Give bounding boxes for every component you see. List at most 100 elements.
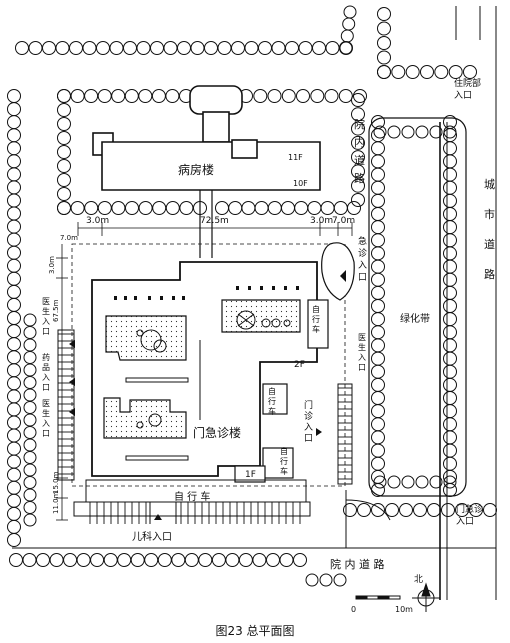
tree: [7, 389, 21, 404]
tree: [152, 201, 167, 215]
tree: [298, 41, 313, 55]
ward-building: [92, 85, 321, 258]
pharmacy-entrance-0: 药: [42, 352, 50, 362]
tree: [351, 93, 365, 107]
tree: [7, 89, 21, 103]
internal-road-v-1: 内: [354, 135, 365, 149]
tree: [136, 41, 151, 55]
tree: [7, 115, 21, 130]
tree: [55, 41, 70, 55]
dim-5: 7.0m: [60, 234, 78, 242]
skylight-marks: [114, 286, 299, 300]
tree: [252, 553, 267, 567]
bicycle-3-0: 自: [280, 446, 288, 456]
bicycle-1-0: 自: [312, 304, 320, 314]
tree: [373, 475, 387, 489]
tree: [443, 325, 457, 340]
tree: [7, 206, 21, 221]
doctor-entrance-left-bottom-3: 口: [42, 429, 50, 438]
tree: [325, 41, 340, 55]
tree: [7, 297, 21, 312]
tree: [455, 503, 469, 517]
tree: [371, 154, 385, 169]
tree: [463, 65, 477, 79]
tree: [333, 201, 348, 215]
courtyards: [103, 299, 301, 439]
tree: [57, 173, 71, 187]
emergency-entrance-2: 入: [358, 260, 367, 271]
tree: [357, 503, 371, 517]
tree: [319, 573, 333, 587]
tree: [23, 438, 37, 452]
tree: [371, 207, 385, 221]
tree: [443, 125, 457, 139]
tree: [267, 201, 282, 215]
tree: [151, 89, 166, 103]
tree: [443, 207, 457, 221]
north-arrow-icon: [412, 582, 440, 612]
tree: [57, 103, 71, 117]
tree: [7, 467, 21, 482]
doctor-entrance-left-top-1: 生: [42, 306, 50, 316]
tree: [57, 159, 71, 173]
tree: [70, 201, 85, 215]
dimension-lines: [56, 222, 353, 521]
tree: [443, 391, 457, 405]
annexes: [234, 299, 329, 483]
internal-road-v-3: 路: [354, 172, 365, 185]
ward-10f: 10F: [293, 179, 308, 188]
tree: [57, 145, 71, 159]
tree: [343, 503, 357, 517]
tree: [307, 201, 322, 215]
doctor-entrance-left-top-3: 口: [42, 327, 50, 336]
tree: [469, 503, 483, 517]
tree: [96, 41, 110, 55]
doctor-entrance-right-1: 生: [358, 342, 366, 352]
tree: [483, 503, 497, 517]
tree: [340, 29, 354, 43]
tree: [36, 553, 50, 567]
city-road-label-2: 道: [484, 237, 495, 251]
tree: [190, 41, 205, 55]
doctor-entrance-left-top-2: 入: [42, 317, 50, 326]
tree: [281, 201, 295, 215]
tree: [443, 430, 457, 445]
scale-10: 10m: [395, 605, 413, 614]
tree: [441, 503, 455, 517]
bicycle-1-1: 行: [312, 314, 320, 324]
tree: [7, 102, 21, 117]
tree: [7, 454, 21, 469]
tree: [28, 41, 43, 55]
tree: [63, 553, 78, 567]
tree: [7, 180, 21, 195]
tree: [7, 428, 21, 443]
tree: [111, 201, 126, 215]
doctor-entrance-left-bottom-2: 入: [42, 419, 50, 428]
tree: [231, 41, 245, 55]
tree: [351, 164, 365, 179]
tree: [57, 187, 71, 201]
bicycle-3-1: 行: [280, 456, 288, 466]
figure-caption: 图23 总平面图: [215, 624, 295, 638]
tree: [371, 377, 385, 392]
tree: [391, 65, 406, 79]
tree: [405, 65, 420, 79]
tree: [296, 89, 310, 103]
tree: [312, 41, 326, 55]
tree: [443, 299, 457, 313]
text-labels: 病房楼 11F 10F 门急诊楼 2F 1F 3.0m 72.5m 3.0m 7…: [48, 153, 430, 614]
emergency-entrance-0: 急: [358, 235, 367, 247]
scale-0: 0: [351, 605, 356, 614]
tree: [279, 553, 294, 567]
bicycle-2-1: 行: [268, 396, 276, 406]
internal-road-h: 院 内 道 路: [330, 557, 385, 571]
tree: [443, 338, 457, 353]
pediatrics-arrow: [154, 514, 162, 520]
tree: [371, 180, 385, 195]
tree: [434, 65, 449, 79]
tree: [285, 41, 299, 55]
tree: [351, 135, 365, 150]
tree: [387, 475, 401, 489]
tree: [377, 36, 391, 50]
tree: [443, 312, 457, 327]
